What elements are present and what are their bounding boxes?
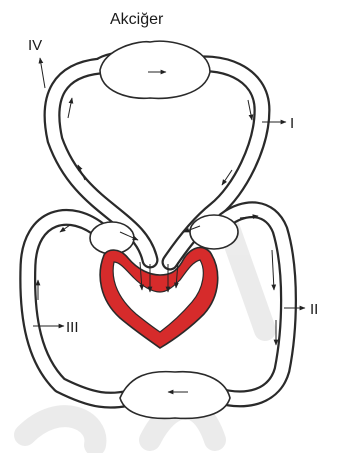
pointer-IV [40, 58, 45, 88]
left-atrium [90, 222, 134, 254]
right-atrium [190, 215, 238, 249]
lung-shape [100, 41, 210, 98]
label-III: III [66, 319, 79, 336]
lung-label: Akciğer [110, 11, 164, 28]
label-II: II [310, 301, 318, 318]
body-organ-shape [120, 372, 230, 419]
label-IV: IV [28, 37, 42, 54]
heart [90, 215, 238, 348]
label-I: I [290, 115, 294, 132]
